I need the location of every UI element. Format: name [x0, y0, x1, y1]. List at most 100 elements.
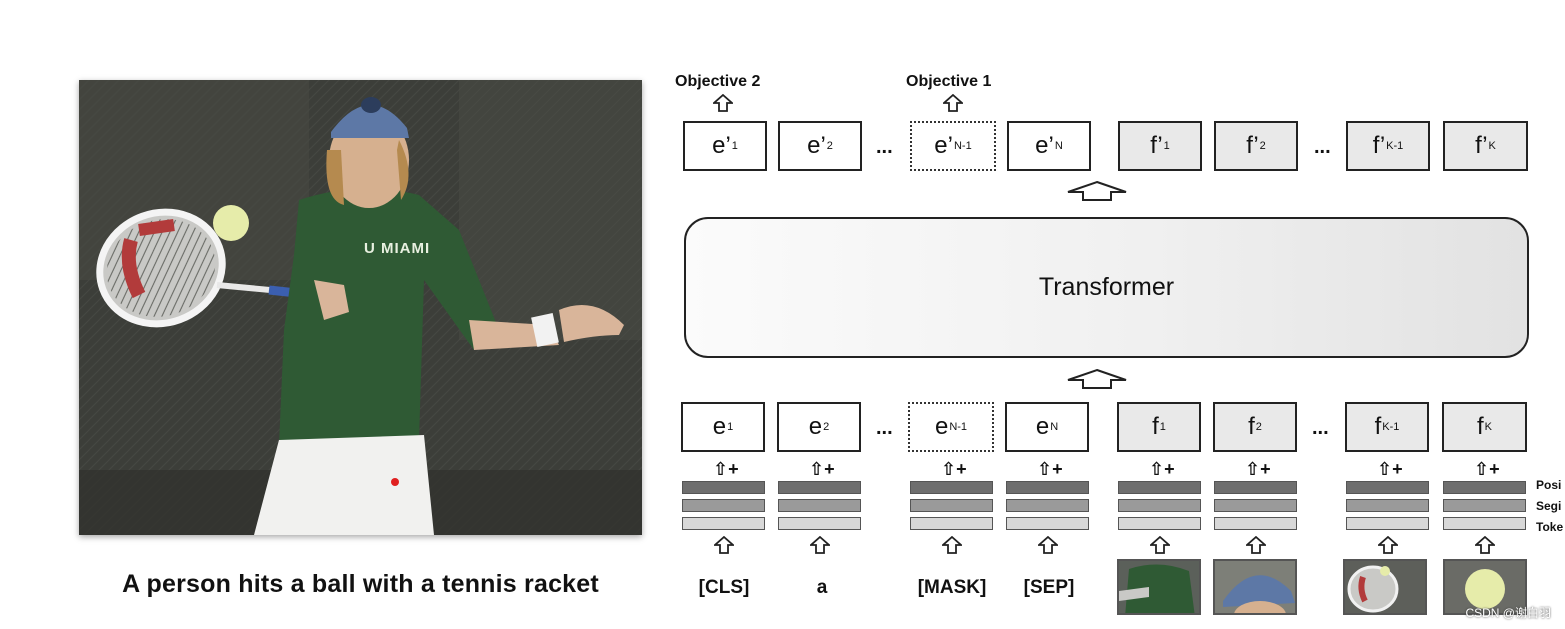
objective-1-arrow-icon: [943, 94, 963, 112]
token-base: f: [1152, 413, 1159, 441]
input-word-a: a: [777, 577, 867, 599]
position-embedding-label: Posi: [1536, 478, 1561, 492]
token-subscript: 2: [1260, 140, 1266, 152]
sum-arrow-icon: ⇧+: [1037, 460, 1063, 478]
token-embedding-bar: [1006, 517, 1089, 530]
output-token-f2: f’2: [1214, 121, 1298, 171]
segment-embedding-bar: [1006, 499, 1089, 512]
plus-sign: +: [1052, 459, 1063, 479]
region-thumbnail-illustration: [1119, 561, 1201, 615]
segment-embedding-bar: [682, 499, 765, 512]
token-subscript: N: [1050, 421, 1058, 433]
token-subscript: 2: [827, 140, 833, 152]
segment-embedding-bar: [910, 499, 993, 512]
output-ellipsis-e: ...: [876, 136, 893, 159]
plus-sign: +: [1260, 459, 1271, 479]
sum-arrow-icon: ⇧+: [713, 460, 739, 478]
token-base: f: [1375, 413, 1382, 441]
output-token-e-n: e’N: [1007, 121, 1091, 171]
segment-embedding-bar: [1214, 499, 1297, 512]
shirt-text: U MIAMI: [364, 240, 430, 257]
token-subscript: 1: [732, 140, 738, 152]
plus-sign: +: [824, 459, 835, 479]
position-embedding-bar: [682, 481, 765, 494]
region-thumbnail-racket: [1343, 559, 1427, 615]
segment-embedding-bar: [778, 499, 861, 512]
token-subscript: N: [1055, 140, 1063, 152]
token-embedding-bar: [778, 517, 861, 530]
token-base: f’: [1475, 132, 1487, 160]
output-ellipsis-f: ...: [1314, 136, 1331, 159]
output-token-e-n-minus-1: e’N-1: [910, 121, 996, 171]
token-base: e: [1036, 413, 1049, 441]
plus-sign: +: [1392, 459, 1403, 479]
token-subscript: K-1: [1382, 421, 1399, 433]
output-token-e2: e’2: [778, 121, 862, 171]
token-embedding-bar: [1443, 517, 1526, 530]
input-arrow-icon: [1150, 536, 1170, 554]
tennis-photo: U MIAMI: [79, 80, 642, 535]
token-embedding-bar: [1346, 517, 1429, 530]
token-subscript: 1: [1164, 140, 1170, 152]
input-arrow-icon: [1246, 536, 1266, 554]
output-token-e1: e’1: [683, 121, 767, 171]
token-base: e’: [807, 132, 826, 160]
position-embedding-bar: [778, 481, 861, 494]
position-embedding-bar: [1443, 481, 1526, 494]
position-embedding-bar: [910, 481, 993, 494]
token-embedding-bar: [1118, 517, 1201, 530]
transformer-block: Transformer: [684, 217, 1529, 358]
token-subscript: 2: [1256, 421, 1262, 433]
sum-arrow-icon: ⇧+: [1245, 460, 1271, 478]
input-word-sep: [SEP]: [1004, 577, 1094, 599]
token-base: f’: [1373, 132, 1385, 160]
token-base: f’: [1150, 132, 1162, 160]
sum-arrow-icon: ⇧+: [941, 460, 967, 478]
region-thumbnail-cap: [1213, 559, 1297, 615]
token-subscript: 2: [823, 421, 829, 433]
input-arrow-icon: [1038, 536, 1058, 554]
position-embedding-bar: [1214, 481, 1297, 494]
position-embedding-bar: [1118, 481, 1201, 494]
plus-sign: +: [728, 459, 739, 479]
token-subscript: 1: [727, 421, 733, 433]
token-subscript: K: [1489, 140, 1496, 152]
token-base: f: [1248, 413, 1255, 441]
token-subscript: K-1: [1386, 140, 1403, 152]
plus-sign: +: [1164, 459, 1175, 479]
plus-sign: +: [956, 459, 967, 479]
output-token-f-k: f’K: [1443, 121, 1528, 171]
segment-embedding-label: Segi: [1536, 499, 1561, 513]
objective-2-arrow-icon: [713, 94, 733, 112]
position-embedding-bar: [1346, 481, 1429, 494]
region-thumbnail-illustration: [1215, 561, 1297, 615]
token-embedding-label: Toke: [1536, 520, 1563, 534]
objective-1-label: Objective 1: [906, 73, 991, 91]
input-arrow-icon: [714, 536, 734, 554]
tennis-photo-illustration: [79, 80, 642, 535]
transformer-output-arrow-icon: [1065, 180, 1129, 202]
input-arrow-icon: [942, 536, 962, 554]
input-ellipsis-e: ...: [876, 417, 893, 440]
token-base: f’: [1246, 132, 1258, 160]
token-embedding-bar: [682, 517, 765, 530]
plus-sign: +: [1489, 459, 1500, 479]
output-token-f1: f’1: [1118, 121, 1202, 171]
token-base: e: [935, 413, 948, 441]
token-subscript: N-1: [949, 421, 967, 433]
segment-embedding-bar: [1346, 499, 1429, 512]
token-embedding-bar: [1214, 517, 1297, 530]
input-arrow-icon: [810, 536, 830, 554]
position-embedding-bar: [1006, 481, 1089, 494]
output-token-f-k-minus-1: f’K-1: [1346, 121, 1430, 171]
sum-arrow-icon: ⇧+: [1149, 460, 1175, 478]
input-word-mask: [MASK]: [907, 577, 997, 599]
input-word-cls: [CLS]: [679, 577, 769, 599]
region-thumbnail-illustration: [1345, 561, 1427, 615]
token-base: f: [1477, 413, 1484, 441]
token-subscript: N-1: [954, 140, 972, 152]
